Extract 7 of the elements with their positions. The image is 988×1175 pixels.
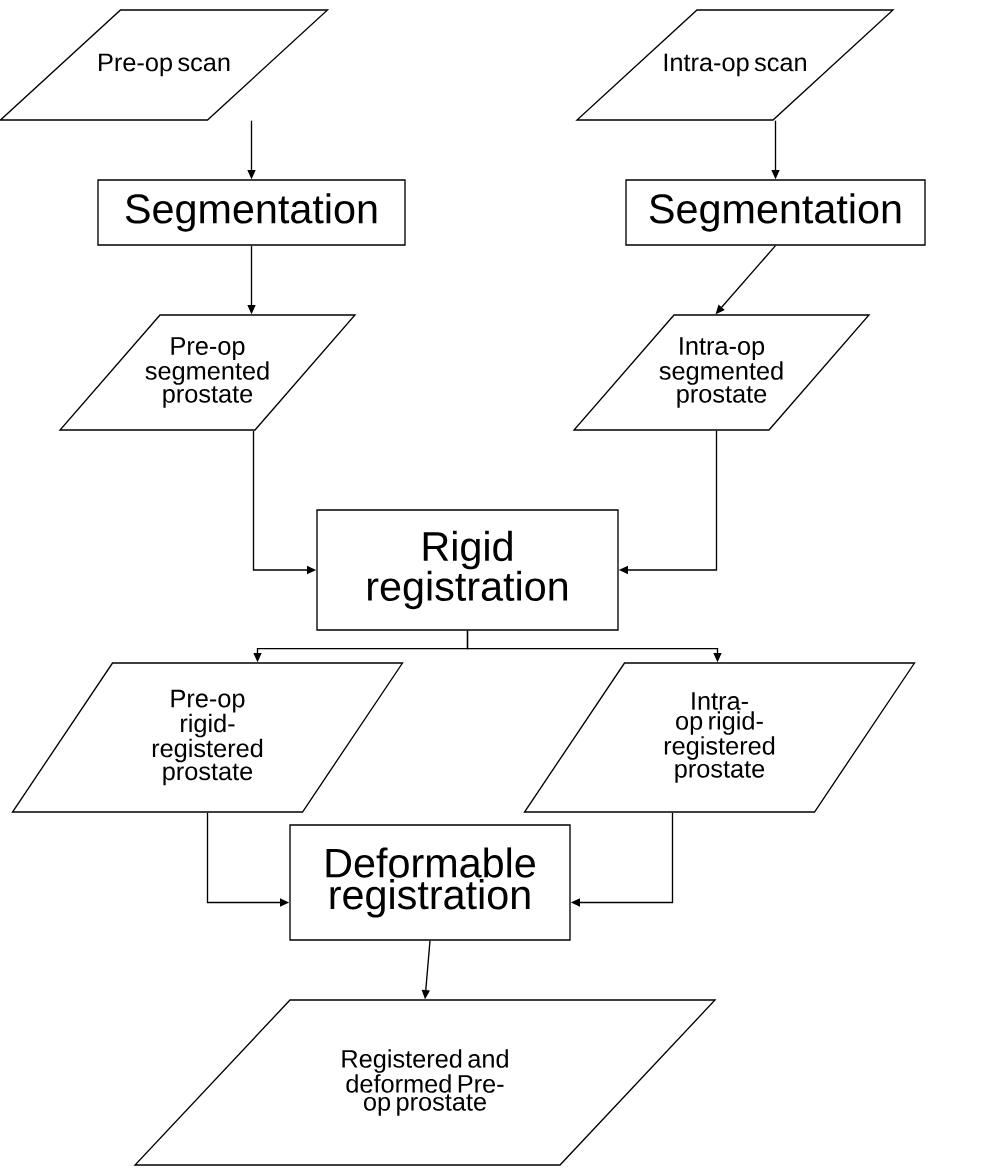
process-box: Segmentation xyxy=(97,179,406,246)
data-parallelogram: Intra-op rigid-registered prostate xyxy=(523,662,916,813)
data-parallelogram: Pre-op rigid-registered prostate xyxy=(11,662,404,813)
process-box: Deformable registration xyxy=(289,824,571,941)
process-box: Segmentation xyxy=(625,179,926,246)
process-box: Rigid registration xyxy=(316,509,619,631)
data-parallelogram: Pre-op scan xyxy=(0,9,330,121)
